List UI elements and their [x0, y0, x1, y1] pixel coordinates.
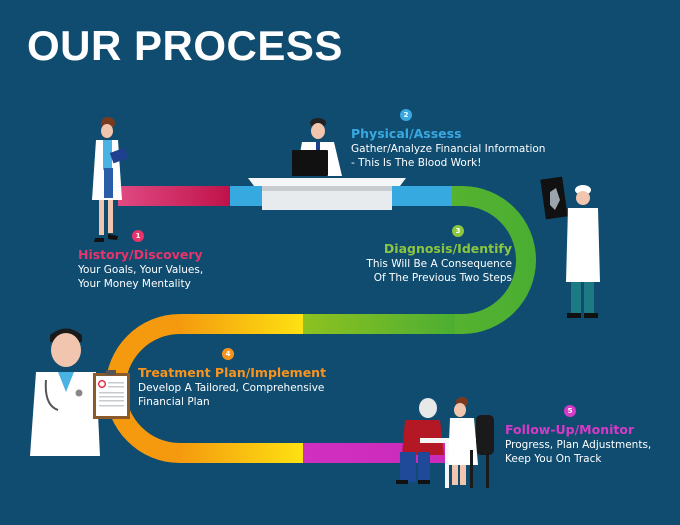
- step-number-badge: 1: [132, 230, 144, 242]
- step-number-badge: 3: [452, 225, 464, 237]
- nurse-patient-illustration: [396, 397, 494, 488]
- female-doctor-illustration: [92, 117, 129, 242]
- step-description-line: Your Goals, Your Values,: [78, 264, 204, 276]
- step-diagnosis: 3 Diagnosis/Identify This Will Be A Cons…: [362, 225, 512, 285]
- step-title: Treatment Plan/Implement: [138, 365, 327, 380]
- doctor-xray-illustration: [540, 176, 600, 318]
- step-number-badge: 2: [400, 109, 412, 121]
- step-treatment: 4 Treatment Plan/Implement Develop A Tai…: [138, 348, 326, 409]
- step-physical: 2 Physical/Assess Gather/Analyze Financi…: [351, 109, 545, 170]
- doctor-clipboard-illustration: [30, 328, 130, 456]
- step-description-line: Of The Previous Two Steps: [373, 272, 512, 284]
- step-title: Follow-Up/Monitor: [505, 422, 635, 437]
- step-description-line: - This Is The Blood Work!: [351, 157, 482, 169]
- step-number-badge: 4: [222, 348, 234, 360]
- path-segment-diagnosis-arc: [452, 186, 536, 334]
- path-segment-treatment-arc: [105, 314, 182, 463]
- doctor-at-desk-illustration: [248, 118, 406, 210]
- step-description-line: Gather/Analyze Financial Information: [351, 143, 546, 155]
- step-description-line: Progress, Plan Adjustments,: [505, 439, 652, 451]
- step-number-badge: 5: [564, 405, 576, 417]
- step-description-line: Develop A Tailored, Comprehensive: [138, 382, 325, 394]
- step-description-line: This Will Be A Consequence: [366, 258, 512, 270]
- step-description-line: Keep You On Track: [505, 453, 602, 465]
- page-title: OUR PROCESS: [27, 22, 343, 69]
- step-followup: 5 Follow-Up/Monitor Progress, Plan Adjus…: [505, 405, 651, 466]
- path-segment-diagnosis: [303, 314, 455, 334]
- step-history: 1 History/Discovery Your Goals, Your Val…: [78, 230, 203, 291]
- step-title: Diagnosis/Identify: [383, 241, 512, 256]
- step-description-line: Financial Plan: [138, 396, 210, 408]
- step-title: Physical/Assess: [351, 126, 462, 141]
- step-description-line: Your Money Mentality: [78, 278, 191, 290]
- path-segment-treatment-bottom: [180, 443, 303, 463]
- path-segment-history: [118, 186, 230, 206]
- path-segment-treatment-top: [180, 314, 303, 334]
- step-title: History/Discovery: [78, 247, 203, 262]
